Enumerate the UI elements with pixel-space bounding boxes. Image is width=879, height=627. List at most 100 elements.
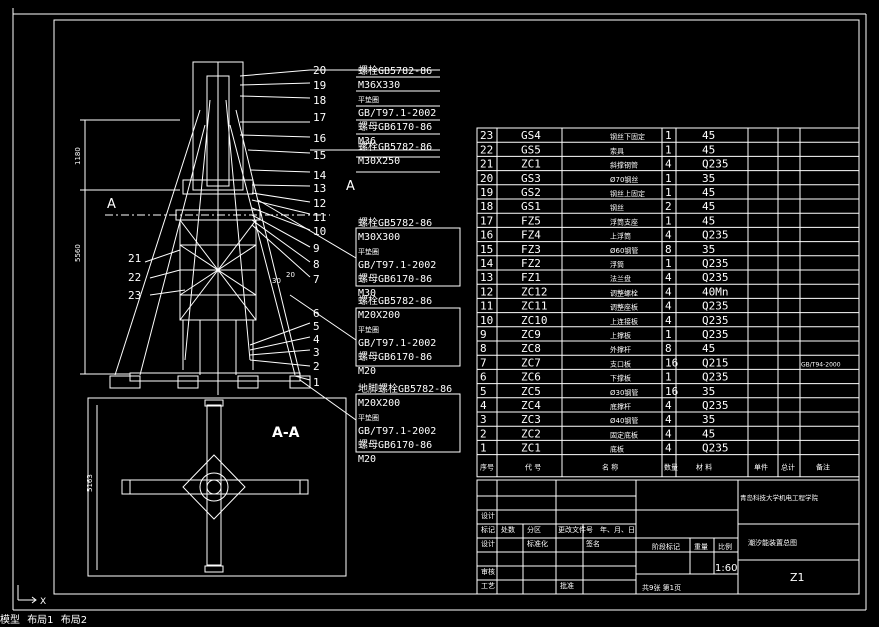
parts-cell: 4 <box>665 285 672 298</box>
parts-cell: 19 <box>480 186 493 199</box>
parts-cell: 6 <box>480 371 487 384</box>
parts-cell: ZC3 <box>521 413 541 426</box>
callout-7: 7 <box>313 273 320 286</box>
callout-10: 10 <box>313 225 326 238</box>
parts-cell: 1 <box>480 442 487 455</box>
parts-cell: 调整螺栓 <box>610 288 638 297</box>
callout-23: 23 <box>128 289 141 302</box>
ucs-icon: X <box>17 585 46 607</box>
callout-11: 11 <box>313 211 326 224</box>
fastener-line: 螺栓GB5782-86 <box>358 64 432 77</box>
parts-cell: FZ3 <box>521 243 541 256</box>
parts-cell: GS3 <box>521 172 541 185</box>
parts-cell: 1 <box>665 186 672 199</box>
parts-cell: 16 <box>665 356 678 369</box>
parts-cell: 4 <box>665 427 672 440</box>
parts-cell: 14 <box>480 257 494 270</box>
parts-cell: Q235 <box>702 271 729 284</box>
fastener-line: M36X330 <box>358 80 400 91</box>
parts-cell: 45 <box>702 427 715 440</box>
parts-cell: 8 <box>665 342 672 355</box>
sheet-count: 共9张 第1页 <box>642 583 681 592</box>
parts-cell: 35 <box>702 385 715 398</box>
row-label-count: 处数 <box>501 525 515 534</box>
parts-cell: ZC2 <box>521 427 541 440</box>
parts-cell: 16 <box>480 229 493 242</box>
plan-view-aa <box>87 397 347 577</box>
parts-cell: Q235 <box>702 399 729 412</box>
parts-cell: 45 <box>702 129 715 142</box>
parts-cell: Q235 <box>702 257 729 270</box>
parts-cell: 外撑杆 <box>610 345 631 354</box>
tab-layout-2[interactable]: 布局2 <box>60 615 88 626</box>
dim-height-main: 5560 <box>74 244 82 262</box>
fastener-line: M30 <box>358 288 376 299</box>
tab-layout-1[interactable]: 布局1 <box>27 615 54 626</box>
callout-16: 16 <box>313 132 326 145</box>
parts-cell: ZC7 <box>521 356 541 369</box>
callout-2: 2 <box>313 360 320 373</box>
parts-cell: 钢丝下固定 <box>610 132 645 141</box>
parts-cell: ZC11 <box>521 300 548 313</box>
parts-cell: FZ4 <box>521 229 541 242</box>
row-label-zone: 分区 <box>527 525 541 534</box>
fastener-line: M20X200 <box>358 398 400 409</box>
parts-cell: 21 <box>480 158 493 171</box>
dim-small: 30 <box>272 277 281 285</box>
parts-cell: GB/T94-2000 <box>801 361 841 368</box>
callout-12: 12 <box>313 197 326 210</box>
callout-21: 21 <box>128 252 141 265</box>
parts-cell: 20 <box>480 172 493 185</box>
parts-cell: 法兰盘 <box>610 274 631 283</box>
parts-cell: ZC1 <box>521 158 541 171</box>
parts-cell: 45 <box>702 200 715 213</box>
table-header-code: 代 号 <box>525 463 541 472</box>
dim-base: 5163 <box>86 474 94 492</box>
callout-17: 17 <box>313 111 326 124</box>
callout-8: 8 <box>313 258 320 271</box>
sign-label: 签名 <box>586 539 600 548</box>
parts-cell: 35 <box>702 172 715 185</box>
parts-cell: Q235 <box>702 300 729 313</box>
parts-cell: 9 <box>480 328 487 341</box>
weight-label: 重量 <box>694 543 708 551</box>
parts-cell: Q215 <box>702 356 729 369</box>
row-label-mark: 标记 <box>481 525 495 534</box>
tab-model[interactable]: 模型 <box>0 615 20 626</box>
parts-cell: 4 <box>665 399 672 412</box>
parts-cell: ZC6 <box>521 371 541 384</box>
parts-cell: 8 <box>665 243 672 256</box>
parts-cell: 上浮筒 <box>610 232 631 241</box>
parts-cell: 4 <box>665 442 672 455</box>
parts-cell: ZC4 <box>521 399 541 412</box>
parts-cell: ZC1 <box>521 442 541 455</box>
section-mark-left: A <box>107 197 116 212</box>
parts-cell: 1 <box>665 129 672 142</box>
parts-cell: 浮筒 <box>610 260 624 269</box>
parts-cell: 35 <box>702 413 715 426</box>
table-header-no: 序号 <box>480 463 494 472</box>
parts-cell: 45 <box>702 143 715 156</box>
fastener-line: M30X300 <box>358 232 400 243</box>
design-label-2: 设计 <box>481 539 495 548</box>
callout-3: 3 <box>313 346 320 359</box>
parts-cell: FZ2 <box>521 257 541 270</box>
fastener-line: 螺母GB6170-86 <box>358 439 432 451</box>
title-block-text: 青岛科技大学机电工程学院 潮汐能装置总图 Z1 1:60 共9张 第1页 阶段标… <box>481 493 819 592</box>
parts-cell: Q235 <box>702 314 729 327</box>
callout-6: 6 <box>313 307 320 320</box>
design-label: 设计 <box>481 511 495 520</box>
parts-cell: 45 <box>702 342 715 355</box>
parts-cell: 40Mn <box>702 285 729 298</box>
row-label-file: 更改文件号 <box>558 525 593 534</box>
fastener-line: GB/T97.1-2002 <box>358 108 436 119</box>
fastener-line: 螺母GB6170-86 <box>358 351 432 363</box>
parts-cell: 17 <box>480 214 493 227</box>
fastener-line: 螺母GB6170-86 <box>358 121 432 133</box>
parts-cell: 4 <box>665 158 672 171</box>
section-title: A-A <box>272 425 300 441</box>
callout-22: 22 <box>128 271 141 284</box>
std-label: 标准化 <box>527 539 548 548</box>
fastener-line: M20 <box>358 366 376 377</box>
